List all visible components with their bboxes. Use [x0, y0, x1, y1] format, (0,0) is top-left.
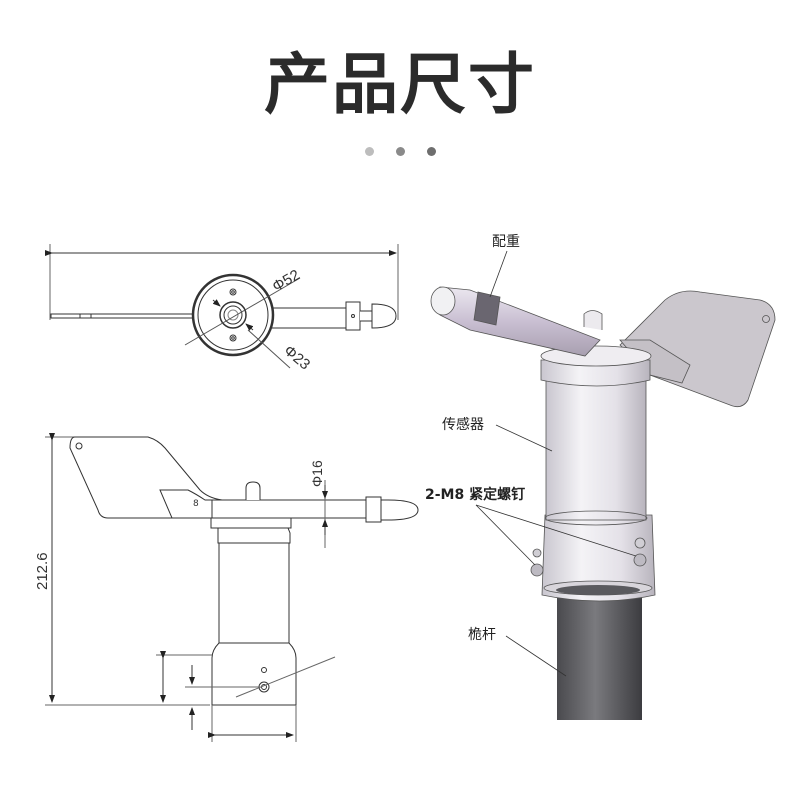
render-view — [430, 250, 776, 720]
dim-outer-diameter: Φ52 — [270, 266, 303, 295]
side-view: 8 — [45, 433, 419, 742]
top-view — [45, 244, 399, 369]
callout-counterweight: 配重 — [492, 234, 520, 250]
indicator-dot-2 — [395, 147, 405, 156]
indicator-dot-1 — [364, 147, 374, 156]
slide-indicator — [0, 147, 800, 156]
indicator-dot-3 — [426, 147, 436, 156]
dim-inner-diameter: Φ23 — [280, 342, 313, 373]
dim-arm-diameter: Φ16 — [309, 460, 325, 487]
callout-set-screws: 2-M8 紧定螺钉 — [425, 487, 526, 503]
callout-sensor: 传感器 — [442, 417, 484, 433]
callout-pole: 桅杆 — [468, 627, 496, 643]
page-title: 产品尺寸 — [264, 46, 536, 123]
svg-text:8: 8 — [193, 499, 199, 509]
dim-total-height: 212.6 — [34, 552, 51, 590]
